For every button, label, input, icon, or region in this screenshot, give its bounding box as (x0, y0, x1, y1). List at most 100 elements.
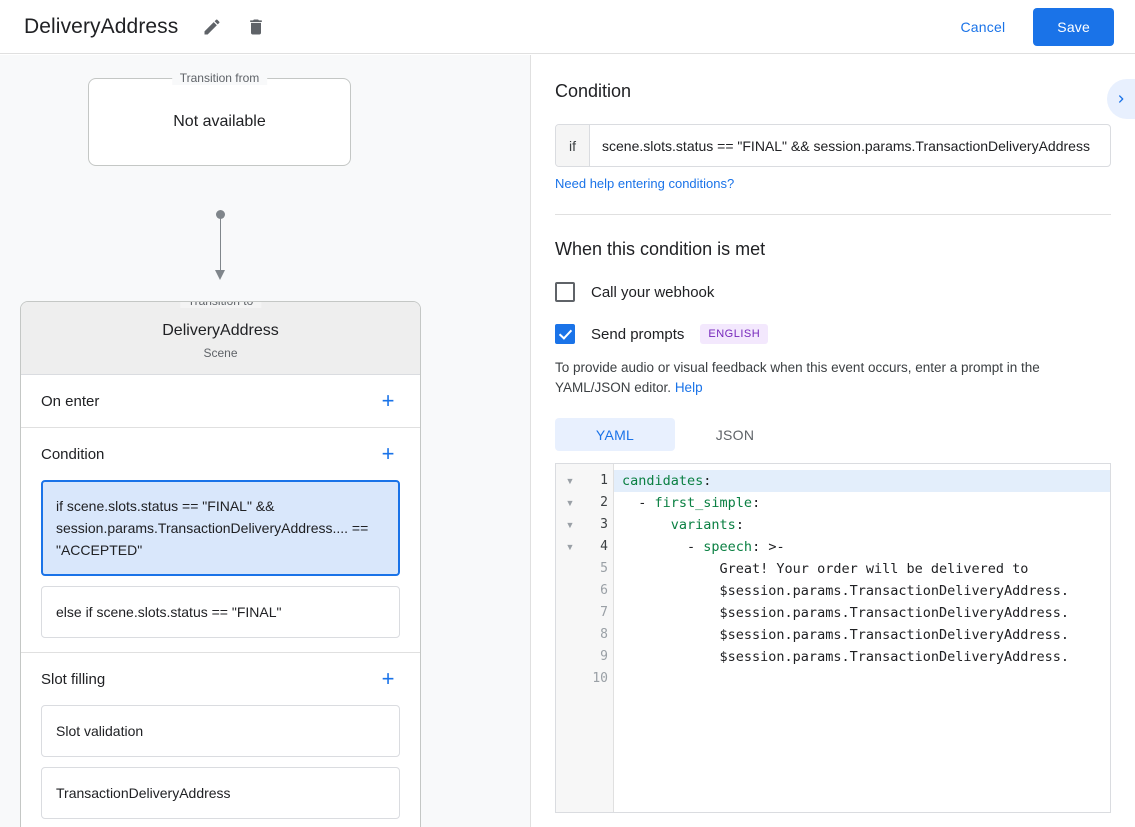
save-button[interactable]: Save (1033, 7, 1114, 46)
list-item[interactable]: TransactionDeliveryAddress (41, 767, 400, 819)
section-body: if scene.slots.status == "FINAL" && sess… (21, 480, 420, 652)
tab-json[interactable]: JSON (715, 426, 755, 443)
editor-code-area[interactable]: candidates: - first_simple: variants: - … (614, 464, 1110, 812)
line-number: 9 (600, 649, 608, 664)
code-token: : (703, 473, 712, 489)
code-token: variants (670, 517, 736, 533)
code-line[interactable]: Great! Your order will be delivered to (614, 558, 1110, 580)
when-condition-met-section: When this condition is met Call your web… (531, 215, 1135, 813)
code-line[interactable]: - speech: >- (614, 536, 1110, 558)
chevron-right-icon[interactable] (1107, 79, 1135, 119)
tab-yaml[interactable]: YAML (555, 418, 675, 451)
code-token: speech (703, 539, 753, 555)
code-line[interactable]: $session.params.TransactionDeliveryAddre… (614, 580, 1110, 602)
transition-from-box: Transition from Not available (88, 71, 351, 166)
line-number: 10 (592, 671, 608, 686)
right-panel: Condition if Need help entering conditio… (531, 55, 1135, 827)
code-token: : >- (752, 539, 785, 555)
code-line[interactable]: $session.params.TransactionDeliveryAddre… (614, 602, 1110, 624)
transition-to-legend: Transition to (179, 302, 262, 308)
send-prompts-label: Send prompts (591, 325, 685, 343)
panel-divider (530, 55, 531, 827)
list-item[interactable]: else if scene.slots.status == "FINAL" (41, 586, 400, 638)
send-prompts-checkbox[interactable] (555, 324, 575, 344)
code-line[interactable]: $session.params.TransactionDeliveryAddre… (614, 624, 1110, 646)
language-badge: ENGLISH (700, 324, 769, 344)
section-divider (555, 214, 1111, 215)
pencil-icon[interactable] (196, 11, 228, 43)
section-header-on-enter[interactable]: On enter + (21, 375, 420, 427)
call-webhook-label: Call your webhook (591, 283, 715, 301)
fold-spacer (556, 602, 584, 624)
code-line[interactable] (614, 668, 1110, 690)
condition-section: Condition if Need help entering conditio… (531, 55, 1135, 215)
code-token: : (735, 517, 744, 533)
prompts-help-link[interactable]: Help (674, 380, 703, 395)
scene-type: Scene (203, 346, 238, 360)
when-condition-met-heading: When this condition is met (555, 239, 766, 259)
trash-icon[interactable] (240, 11, 272, 43)
left-panel: Transition from Not available Transition… (0, 55, 530, 827)
fold-spacer (556, 646, 584, 668)
cancel-button[interactable]: Cancel (947, 10, 1020, 44)
condition-if-prefix: if (556, 125, 590, 166)
line-number: 1 (600, 473, 608, 488)
fold-spacer (556, 624, 584, 646)
scene-section: Condition + if scene.slots.status == "FINA… (21, 428, 420, 653)
add-icon[interactable]: + (381, 666, 395, 691)
code-line[interactable]: variants: (614, 514, 1110, 536)
fold-toggle-icon[interactable]: ▼ (565, 476, 575, 486)
code-line[interactable]: $session.params.TransactionDeliveryAddre… (614, 646, 1110, 668)
transition-from-legend: Transition from (171, 71, 268, 85)
line-number: 6 (600, 583, 608, 598)
code-token: - (622, 495, 655, 511)
list-item-selected[interactable]: if scene.slots.status == "FINAL" && sess… (41, 480, 400, 576)
code-token: first_simple (654, 495, 753, 511)
line-number: 7 (600, 605, 608, 620)
webhook-row[interactable]: Call your webhook (555, 282, 1111, 302)
scene-card: Transition to DeliveryAddress Scene On e… (20, 301, 421, 827)
line-number: 4 (600, 539, 608, 554)
code-line[interactable]: - first_simple: (614, 492, 1110, 514)
fold-toggle-icon[interactable]: ▼ (565, 520, 575, 530)
add-icon[interactable]: + (381, 388, 395, 413)
section-header-condition[interactable]: Condition + (21, 428, 420, 480)
scene-name: DeliveryAddress (162, 322, 279, 339)
connector-dot (216, 210, 225, 219)
chevron-right-icon-glyph (1118, 95, 1124, 103)
line-number: 8 (600, 627, 608, 642)
section-title: On enter (41, 392, 100, 410)
condition-help-link[interactable]: Need help entering conditions? (555, 176, 735, 191)
line-number: 3 (600, 517, 608, 532)
code-token: $session.params.TransactionDeliveryAddre… (622, 583, 1070, 599)
section-title: Condition (41, 445, 105, 463)
condition-heading: Condition (555, 81, 632, 101)
call-webhook-checkbox[interactable] (555, 282, 575, 302)
fold-spacer (556, 558, 584, 580)
top-bar: DeliveryAddress Cancel Save (0, 0, 1135, 54)
add-icon[interactable]: + (381, 441, 395, 466)
fold-spacer (556, 668, 584, 690)
prompts-helper-sentence: To provide audio or visual feedback when… (555, 360, 1040, 395)
send-prompts-row[interactable]: Send prompts ENGLISH (555, 324, 1111, 344)
condition-expression-input[interactable] (590, 125, 1110, 166)
scene-sections: On enter + Condition + if scene.slots.status… (21, 375, 420, 827)
fold-toggle-icon[interactable]: ▼ (565, 498, 575, 508)
section-header-slot-filling[interactable]: Slot filling + (21, 653, 420, 705)
editor-fold-gutter: ▼ ▼ ▼ ▼ (556, 464, 584, 812)
transition-connector (213, 210, 227, 288)
code-token (622, 517, 671, 533)
code-token: candidates (622, 473, 704, 489)
code-token: $session.params.TransactionDeliveryAddre… (622, 605, 1070, 621)
code-line[interactable]: candidates: (614, 470, 1110, 492)
fold-toggle-icon[interactable]: ▼ (565, 542, 575, 552)
transition-to-header: Transition to DeliveryAddress Scene (21, 302, 420, 375)
section-title: Slot filling (41, 670, 106, 688)
list-item[interactable]: Slot validation (41, 705, 400, 757)
connector-arrow-icon (215, 270, 225, 280)
condition-input-row: if (555, 124, 1111, 167)
